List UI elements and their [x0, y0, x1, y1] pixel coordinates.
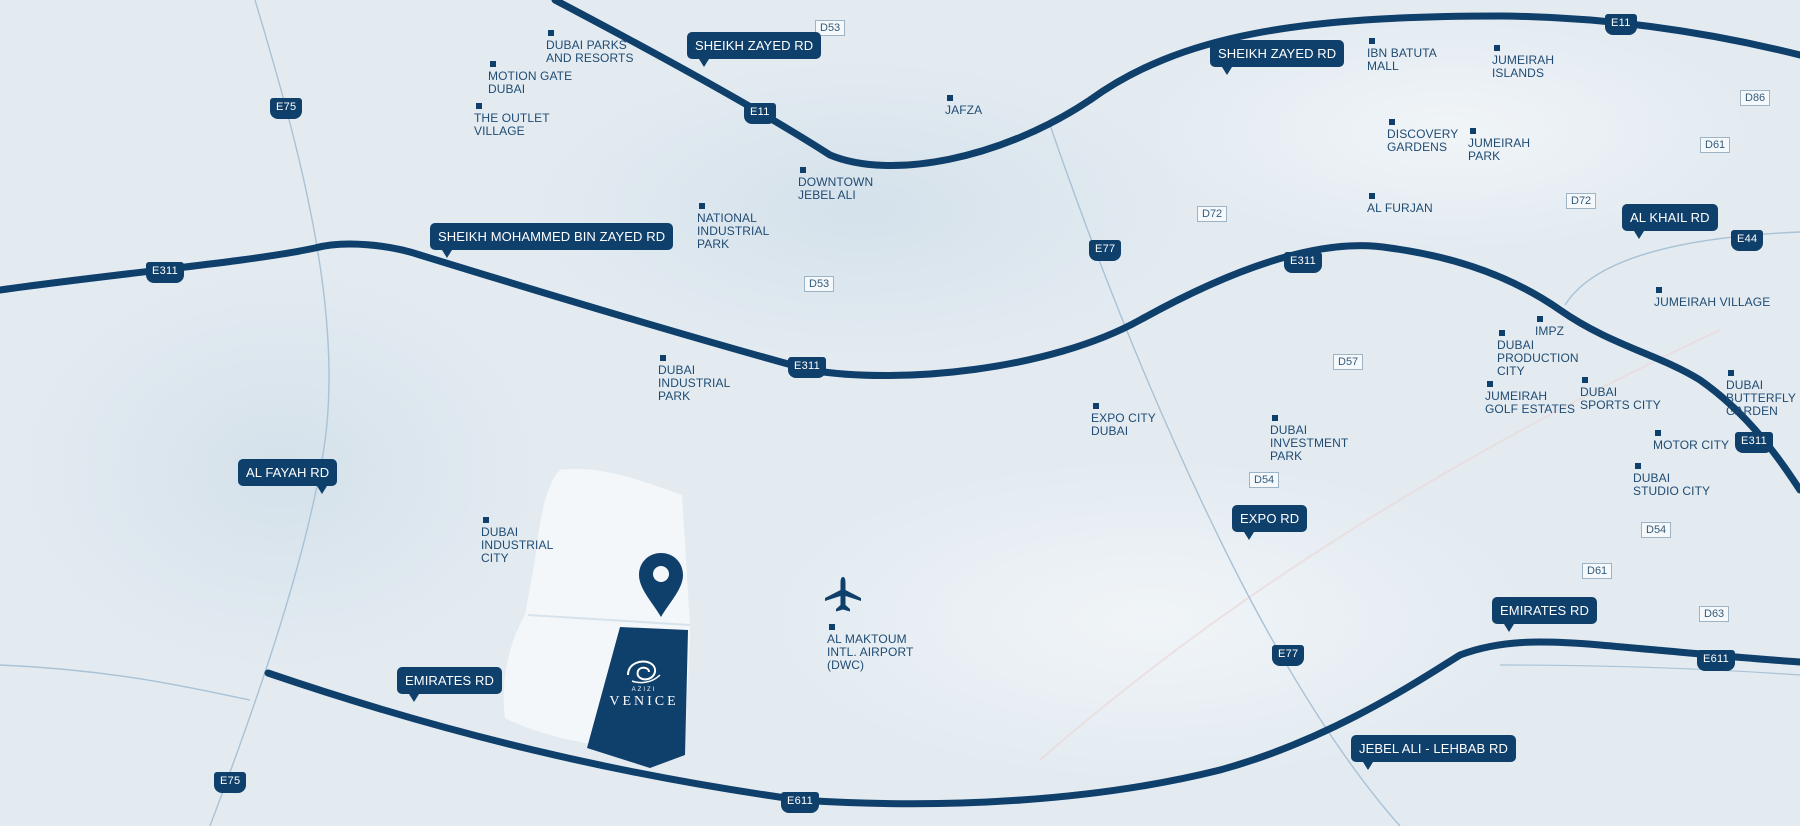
poi-discovery-gardens[interactable]: DISCOVERY GARDENS — [1387, 119, 1459, 154]
road-callout-sheikh-zayed[interactable]: SHEIKH ZAYED RD — [1210, 40, 1345, 75]
brand-name: VENICE — [609, 694, 679, 709]
poi-motion-gate-dubai[interactable]: MOTION GATE DUBAI — [488, 61, 573, 96]
airplane-icon — [825, 577, 861, 612]
poi-jumeirah-golf-estates[interactable]: JUMEIRAH GOLF ESTATES — [1485, 381, 1576, 416]
poi-impz[interactable]: IMPZ — [1535, 316, 1565, 338]
road-tag-d54: D54 — [1249, 472, 1280, 488]
project-parcel-azizi-venice[interactable] — [587, 627, 688, 768]
azizi-logo-icon — [627, 660, 661, 684]
texture-light — [770, 460, 1530, 780]
poi-ibn-batuta-mall[interactable]: IBN BATUTA MALL — [1367, 38, 1437, 73]
brand-subtitle: AZIZI — [631, 687, 657, 693]
highway-e611-emirates[interactable] — [264, 638, 1800, 808]
road-tag-d53: D53 — [815, 20, 846, 36]
road-tag-d72: D72 — [1566, 193, 1597, 209]
road-tag-d61: D61 — [1582, 563, 1613, 579]
route-shield-e311: E311 — [788, 357, 827, 378]
route-shield-e611: E611 — [781, 792, 820, 813]
poi-dubai-production-city[interactable]: DUBAI PRODUCTION CITY — [1497, 330, 1579, 378]
road-callout-expo[interactable]: EXPO RD — [1232, 505, 1308, 540]
route-shield-e611: E611 — [1697, 650, 1736, 671]
road-tag-d61: D61 — [1700, 137, 1731, 153]
project-brand-mark[interactable]: AZIZI VENICE — [585, 655, 703, 710]
thin-road — [0, 664, 251, 701]
road-callout-emirates[interactable]: EMIRATES RD — [1492, 597, 1597, 632]
poi-the-outlet-village[interactable]: THE OUTLET VILLAGE — [474, 103, 550, 138]
road-tag-d72: D72 — [1197, 206, 1228, 222]
route-shield-e311: E311 — [1735, 432, 1774, 453]
road-callout-al-fayah[interactable]: AL FAYAH RD — [238, 459, 338, 494]
road-tag-d63: D63 — [1699, 606, 1730, 622]
poi-jafza[interactable]: JAFZA — [945, 95, 983, 117]
parcel-divider — [527, 614, 691, 626]
poi-dubai-butterfly-garden[interactable]: DUBAI BUTTERFLY GARDEN — [1726, 370, 1797, 418]
road-tag-d57: D57 — [1333, 354, 1364, 370]
poi-al-furjan[interactable]: AL FURJAN — [1367, 193, 1433, 215]
route-shield-e77: E77 — [1089, 240, 1122, 261]
route-shield-e44: E44 — [1731, 230, 1764, 251]
thin-road — [1499, 664, 1800, 676]
road-callout-emirates[interactable]: EMIRATES RD — [397, 667, 502, 702]
poi-dubai-studio-city[interactable]: DUBAI STUDIO CITY — [1633, 463, 1711, 498]
poi-dubai-sports-city[interactable]: DUBAI SPORTS CITY — [1580, 377, 1661, 412]
route-shield-e11: E11 — [744, 103, 776, 124]
route-shield-e75: E75 — [270, 98, 303, 119]
poi-downtown-jebel-ali[interactable]: DOWNTOWN JEBEL ALI — [798, 167, 874, 202]
poi-dubai-parks-and-resorts[interactable]: DUBAI PARKS AND RESORTS — [546, 30, 634, 65]
road-tag-d54: D54 — [1641, 522, 1672, 538]
route-shield-e77: E77 — [1272, 645, 1305, 666]
poi-jumeirah-islands[interactable]: JUMEIRAH ISLANDS — [1492, 45, 1555, 80]
highway-e311-sheikh-mohammed-bin-zayed[interactable] — [0, 240, 1800, 494]
location-pin-icon[interactable] — [637, 551, 685, 619]
road-callout-sheikh-mohammed-bin-zayed[interactable]: SHEIKH MOHAMMED BIN ZAYED RD — [430, 223, 674, 258]
route-shield-e11: E11 — [1605, 14, 1637, 35]
route-shield-e75: E75 — [214, 772, 247, 793]
road-tag-d53: D53 — [804, 276, 835, 292]
poi-dubai-industrial-park[interactable]: DUBAI INDUSTRIAL PARK — [658, 355, 731, 403]
route-shield-e311: E311 — [1284, 252, 1323, 273]
road-tag-d86: D86 — [1740, 90, 1771, 106]
poi-expo-city-dubai[interactable]: EXPO CITY DUBAI — [1091, 403, 1156, 438]
road-callout-al-khail[interactable]: AL KHAIL RD — [1622, 204, 1718, 239]
poi-jumeirah-village[interactable]: JUMEIRAH VILLAGE — [1654, 287, 1771, 309]
poi-jumeirah-park[interactable]: JUMEIRAH PARK — [1468, 128, 1531, 163]
marble-vein — [1039, 329, 1721, 761]
route-shield-e311: E311 — [146, 262, 185, 283]
road-callout-sheikh-zayed[interactable]: SHEIKH ZAYED RD — [687, 32, 822, 67]
poi-dubai-investment-park[interactable]: DUBAI INVESTMENT PARK — [1270, 415, 1349, 463]
texture-light — [1150, 10, 1750, 250]
road-callout-jebel-ali-lehbab[interactable]: JEBEL ALI - LEHBAB RD — [1351, 735, 1517, 770]
poi-motor-city[interactable]: MOTOR CITY — [1653, 430, 1730, 452]
poi-national-industrial-park[interactable]: NATIONAL INDUSTRIAL PARK — [697, 203, 770, 251]
poi-al-maktoum-intl-airport[interactable]: AL MAKTOUM INTL. AIRPORT (DWC) — [827, 624, 914, 672]
poi-dubai-industrial-city[interactable]: DUBAI INDUSTRIAL CITY — [481, 517, 554, 565]
